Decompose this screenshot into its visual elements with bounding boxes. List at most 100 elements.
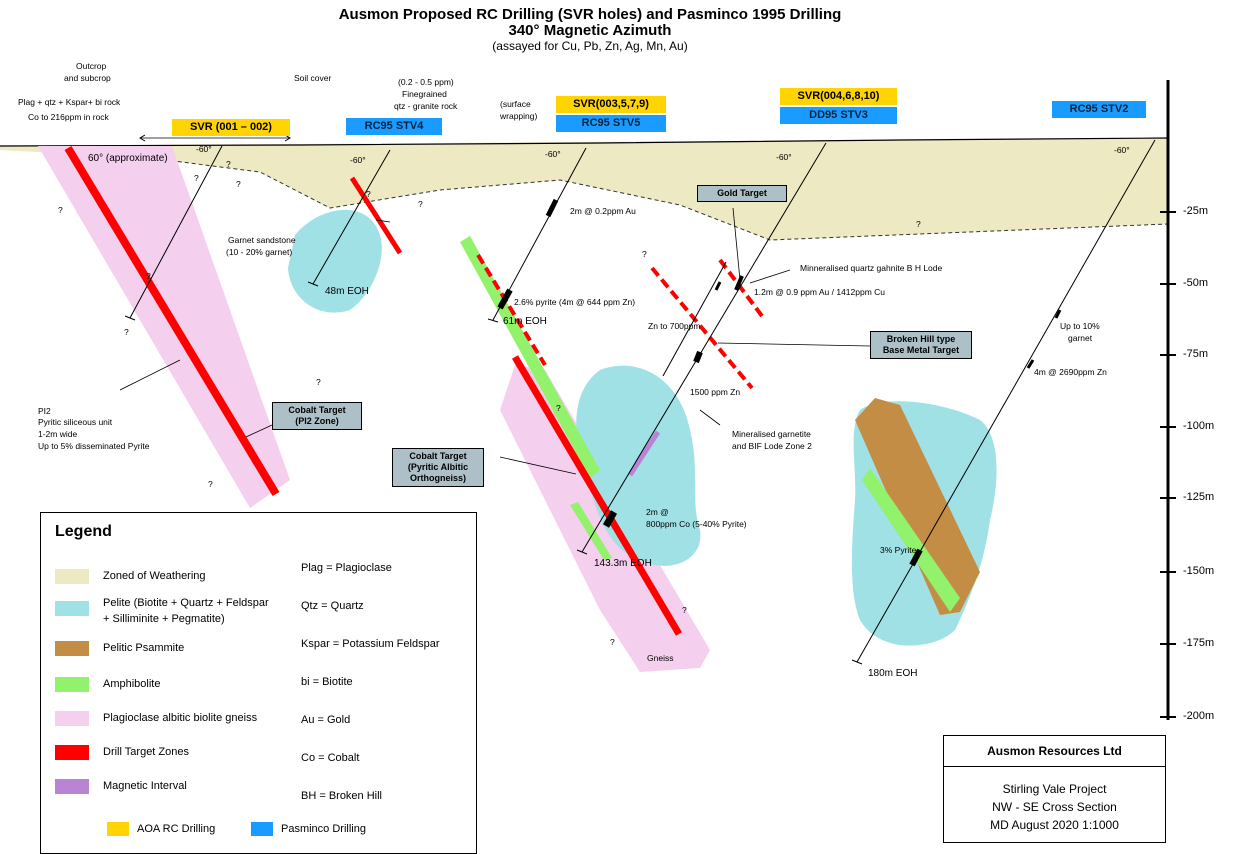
note-au-intercept: 2m @ 0.2ppm Au bbox=[570, 206, 636, 216]
note-co-intercept-b: 800ppm Co (5-40% Pyrite) bbox=[646, 519, 747, 529]
note-width: 1-2m wide bbox=[38, 429, 78, 439]
legend-swatch-pelite bbox=[55, 601, 89, 616]
note-surface: (surface bbox=[500, 99, 531, 109]
title-line-1: Ausmon Proposed RC Drilling (SVR holes) … bbox=[338, 6, 842, 23]
intercept-au-02 bbox=[545, 198, 559, 218]
legend-label-aoa: AOA RC Drilling bbox=[137, 823, 216, 835]
note-pyritic-unit: Pyritic siliceous unit bbox=[38, 417, 113, 427]
target-broken-hill: Broken Hill type Base Metal Target bbox=[870, 331, 972, 359]
drill-target-dashed-3 bbox=[718, 258, 767, 322]
intercept-pyrite-3 bbox=[909, 548, 923, 567]
pelitic-psammite-body bbox=[855, 398, 980, 615]
target-cobalt-pyritic: Cobalt Target (Pyritic Albitic Orthognei… bbox=[392, 448, 484, 487]
ground-surface bbox=[0, 137, 1169, 147]
intercept-zn-2690 bbox=[1026, 359, 1035, 369]
legend-label-weathering: Zoned of Weathering bbox=[103, 570, 206, 582]
note-subcrop: and subcrop bbox=[64, 73, 111, 83]
depth-label: -175m bbox=[1183, 637, 1215, 649]
amphibolite-band-right bbox=[862, 468, 960, 612]
uncertain-mark: ? bbox=[316, 377, 321, 387]
amphibolite-band-lower bbox=[570, 502, 612, 560]
note-wrapping: wrapping) bbox=[500, 111, 538, 121]
dip-label-stv3: -60° bbox=[776, 152, 792, 162]
legend-swatch-amphibolite bbox=[55, 677, 89, 692]
depth-label: -125m bbox=[1183, 491, 1215, 503]
legend-label-gneiss: Plagioclase albitic biolite gneiss bbox=[103, 712, 258, 724]
uncertain-mark: ? bbox=[916, 219, 921, 229]
intercept-pyrite bbox=[497, 288, 513, 310]
drill-target-dashed-1 bbox=[476, 253, 547, 367]
drill-target-pyritic-albitic bbox=[511, 355, 683, 636]
target-broken-hill-line-1: Broken Hill type bbox=[886, 334, 956, 344]
note-mineralised-garnetite: Mineralised garnetite bbox=[732, 429, 811, 439]
target-broken-hill-line-2: Base Metal Target bbox=[882, 345, 960, 355]
depth-label: -100m bbox=[1183, 420, 1215, 432]
note-co-intercept-a: 2m @ bbox=[646, 507, 669, 517]
title-line-3: (assayed for Cu, Pb, Zn, Ag, Mn, Au) bbox=[492, 39, 688, 53]
legend-abbrev: Plag = Plagioclase bbox=[301, 562, 392, 574]
hole-label-rc95-stv4: RC95 STV4 bbox=[346, 118, 442, 135]
legend-label-pelite: Pelite (Biotite + Quartz + Feldspar bbox=[103, 597, 269, 609]
uncertain-mark: ? bbox=[642, 249, 647, 259]
drill-hole-rc95-stv4 bbox=[312, 149, 391, 285]
dip-label-stv4: -60° bbox=[350, 155, 366, 165]
uncertain-mark: ? bbox=[194, 173, 199, 183]
note-garnet-pct: (10 - 20% garnet) bbox=[226, 247, 293, 257]
uncertain-mark: ? bbox=[556, 403, 561, 413]
drill-hole-svr-001 bbox=[129, 145, 223, 319]
note-zn-to: Zn to 700ppm bbox=[648, 321, 701, 331]
note-pyrite-3: 3% Pyrite bbox=[880, 545, 917, 555]
depth-label: -50m bbox=[1183, 277, 1209, 289]
uncertain-mark: ? bbox=[226, 159, 231, 169]
note-au-cu: 1.2m @ 0.9 ppm Au / 1412ppm Cu bbox=[754, 287, 886, 297]
uncertain-mark: ? bbox=[682, 605, 687, 615]
legend-label-pelite-2: + Silliminite + Pegmatite) bbox=[103, 613, 225, 625]
note-disseminated: Up to 5% disseminated Pyrite bbox=[38, 441, 150, 451]
amphibolite-band-upper bbox=[460, 236, 600, 478]
title-block-divider bbox=[944, 766, 1165, 767]
uncertain-mark: ? bbox=[124, 327, 129, 337]
hole-label-dd95-stv3: DD95 STV3 bbox=[780, 107, 897, 124]
legend-swatch-magnetic bbox=[55, 779, 89, 794]
target-cobalt-pyritic-line-2: (Pyritic Albitic bbox=[407, 462, 469, 472]
legend-swatch-aoa bbox=[107, 822, 129, 836]
legend-abbrev: bi = Biotite bbox=[301, 676, 353, 688]
legend-abbrev: Au = Gold bbox=[301, 714, 351, 726]
legend-abbrev: BH = Broken Hill bbox=[301, 790, 383, 802]
depth-label: -75m bbox=[1183, 348, 1209, 360]
intercept-co bbox=[602, 510, 618, 528]
title-line-2: 340° Magnetic Azimuth bbox=[508, 22, 672, 39]
target-cobalt-pyritic-line-3: Orthogneiss) bbox=[409, 473, 466, 483]
target-cobalt-pi2-line-2: (PI2 Zone) bbox=[295, 416, 339, 426]
drill-target-pi2 bbox=[64, 145, 280, 497]
note-lode-bh: Minneralised quartz gahnite B H Lode bbox=[800, 263, 943, 273]
uncertain-mark: ? bbox=[418, 199, 423, 209]
drill-target-dashed-2 bbox=[650, 266, 754, 390]
target-cobalt-pyritic-line-1: Cobalt Target bbox=[409, 451, 467, 461]
note-outcrop: Outcrop bbox=[76, 61, 107, 71]
note-qtz-granite: qtz - granite rock bbox=[394, 101, 458, 111]
target-cobalt-pi2: Cobalt Target (PI2 Zone) bbox=[272, 402, 362, 430]
hole-label-rc95-stv5: RC95 STV5 bbox=[556, 115, 666, 132]
pelite-body-left bbox=[288, 209, 382, 313]
legend-swatch-psammite bbox=[55, 641, 89, 656]
title-block: Ausmon Resources Ltd Stirling Vale Proje… bbox=[943, 735, 1166, 843]
uncertain-mark: ? bbox=[366, 189, 371, 199]
note-pi2: PI2 bbox=[38, 406, 51, 416]
uncertain-mark: ? bbox=[208, 479, 213, 489]
note-zn-1500: 1500 ppm Zn bbox=[690, 387, 741, 397]
weathering-zone bbox=[0, 138, 1168, 240]
note-pyrite-intercept: 2.6% pyrite (4m @ 644 ppm Zn) bbox=[514, 297, 636, 307]
legend-swatch-weathering bbox=[55, 569, 89, 584]
target-gold: Gold Target bbox=[697, 185, 787, 202]
depth-label: -25m bbox=[1183, 205, 1209, 217]
note-garnet-10-b: garnet bbox=[1068, 333, 1093, 343]
intercept-zn-1500 bbox=[714, 281, 722, 291]
target-gold-label: Gold Target bbox=[717, 188, 767, 198]
intercept-au-cu bbox=[734, 275, 744, 291]
drill-hole-rc95-stv2 bbox=[856, 139, 1156, 663]
legend: Legend Zoned of Weathering Pelite (Bioti… bbox=[40, 512, 477, 854]
dip-label-stv2: -60° bbox=[1114, 145, 1130, 155]
note-garnet-10-a: Up to 10% bbox=[1060, 321, 1100, 331]
